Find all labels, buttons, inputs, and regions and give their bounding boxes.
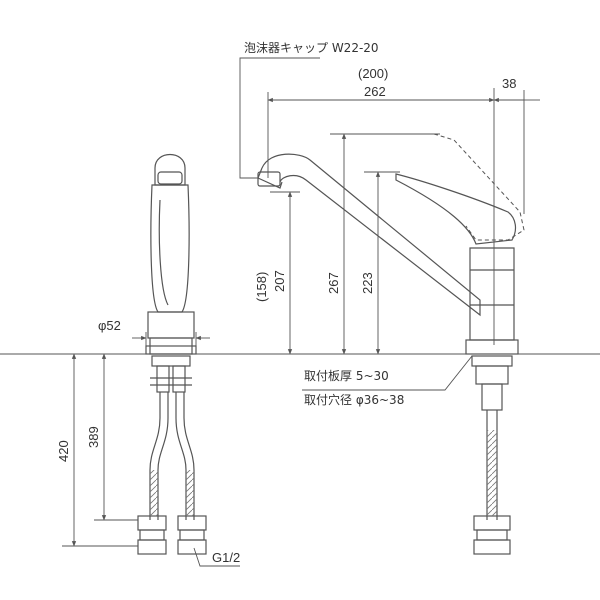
dimension-lines — [62, 57, 540, 567]
mount-hole-label: 取付穴径 φ36~38 — [304, 392, 404, 407]
hose-braid-front — [487, 430, 497, 516]
dim-38: 38 — [502, 76, 516, 91]
dim-267: 267 — [326, 272, 341, 294]
dim-223: 223 — [360, 272, 375, 294]
dim-207: 207 — [272, 270, 287, 292]
lever-raised-outline — [433, 133, 525, 241]
dim-262: 262 — [364, 84, 386, 99]
mount-thickness-label: 取付板厚 5~30 — [304, 369, 389, 383]
hose-braid-left — [150, 470, 158, 516]
thread-label: G1/2 — [212, 550, 240, 565]
aerator-cap-label: 泡沫器キャップ W22-20 — [244, 41, 379, 55]
dim-389: 389 — [86, 426, 101, 448]
dim-phi52: φ52 — [98, 318, 121, 333]
dim-200: (200) — [358, 66, 388, 81]
dim-158: (158) — [254, 272, 269, 302]
side-view — [137, 154, 207, 555]
hose-braid-right — [186, 470, 194, 516]
dim-420: 420 — [56, 440, 71, 462]
